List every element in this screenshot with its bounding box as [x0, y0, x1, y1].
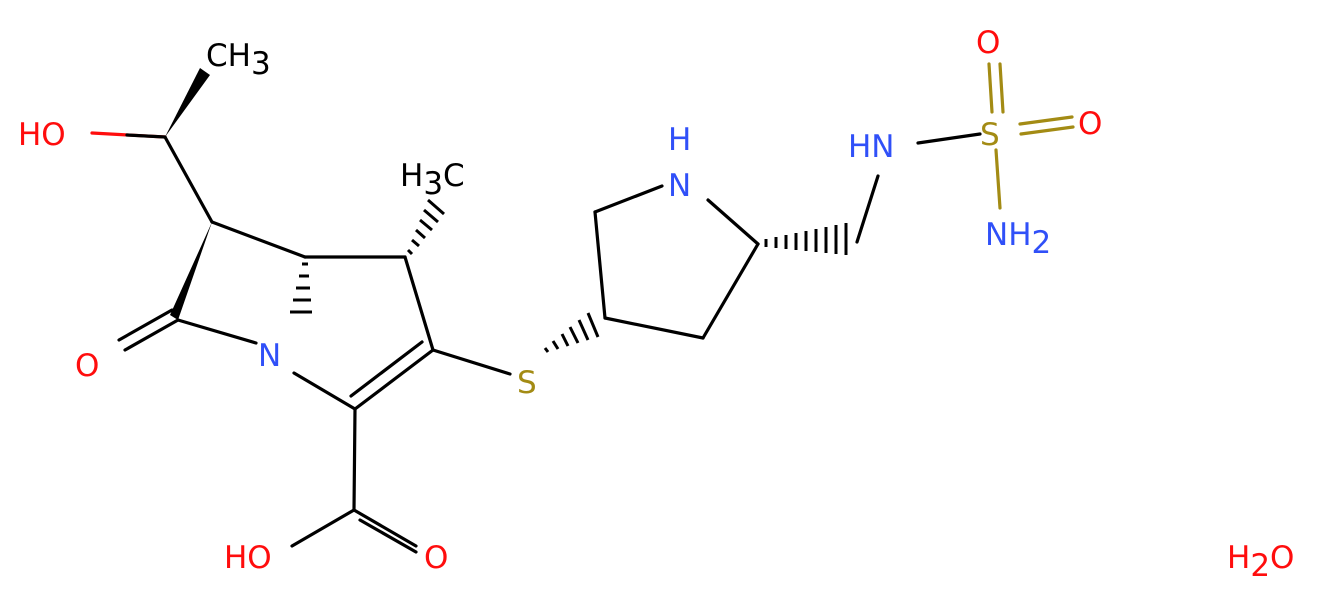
wedge-ch3-top [165, 68, 210, 137]
bond-c3-c4 [403, 255, 435, 352]
bond-c7-n [176, 318, 258, 345]
hash-s-c-pyr [543, 312, 600, 353]
atom-ch3-top: CH3 [206, 38, 271, 82]
bond-c7-o-a [123, 318, 180, 352]
bond-c2-c3-b [349, 340, 424, 398]
atom-n-pyrrolidine: N [668, 168, 691, 204]
atom-ho-hydroxyl: HO [18, 117, 66, 153]
atom-h-pyrrolidine: H [668, 122, 691, 158]
hash-pyr-ch2 [764, 223, 848, 255]
atom-s-thioether: S [517, 365, 537, 401]
wedge-bonds [165, 68, 212, 320]
atom-ho-acid: HO [224, 540, 272, 576]
bond-s-o-right-b [1019, 125, 1075, 136]
bond-pyr-5 [603, 316, 705, 340]
water-formula: H2O [1227, 540, 1294, 584]
atom-hn-sulfamoyl: HN [848, 129, 895, 165]
bond-c7-o-b [117, 308, 174, 342]
bond-choh-c6 [163, 135, 214, 224]
atom-h3c-methyl: H3C [400, 158, 465, 202]
hash-c4-ch3 [406, 198, 445, 256]
bond-s-o-top-a [987, 62, 994, 114]
hash-c5-n [290, 262, 312, 314]
atom-o-sulfonyl-top: O [976, 25, 1000, 61]
atom-o-acid: O [424, 540, 448, 576]
bond-pyr-1 [593, 210, 607, 320]
bond-nh-s [916, 132, 982, 145]
atom-s-sulfonyl: S [980, 117, 1000, 153]
bond-c2-cooh [352, 407, 357, 512]
bond-n-c2 [292, 371, 357, 411]
bond-s-nh2 [994, 148, 1002, 210]
bond-pyr-3 [706, 198, 760, 246]
bond-ch2-nh [855, 174, 880, 244]
bond-c3-s [431, 348, 512, 376]
bond-c2-c3-a [353, 348, 435, 411]
wedge-c6-c7 [170, 222, 212, 320]
atom-n-ring: N [258, 338, 281, 374]
atom-o-sulfonyl-right: O [1078, 106, 1102, 142]
atom-labels: CH3 HO H3C O N S H N HN S O O NH2 HO O H… [18, 25, 1294, 584]
atom-o-lactam: O [75, 348, 99, 384]
hashed-bonds [290, 198, 848, 353]
bond-s-o-right-a [1018, 115, 1074, 126]
bond-c6-c5 [210, 220, 307, 259]
bond-pyr-2 [593, 184, 664, 214]
bond-pyr-4 [701, 242, 760, 340]
bonds [90, 62, 1075, 554]
atom-nh2: NH2 [985, 217, 1051, 261]
bond-s-o-top-b [998, 62, 1005, 114]
